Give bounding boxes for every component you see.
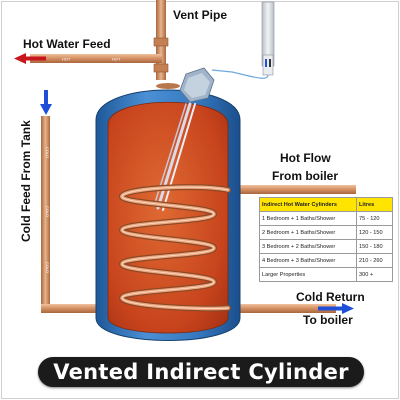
table-cell: 300 +	[356, 267, 393, 282]
table-header-row: Indirect Hot Water Cylinders Litres	[259, 197, 393, 212]
table-cell: Larger Properties	[259, 267, 357, 282]
hot-pipe-tag: HOT	[62, 57, 71, 62]
page-title: Vented Indirect Cylinder	[53, 360, 349, 384]
table-row: 3 Bedroom + 2 Baths/Shower 150 - 180	[259, 239, 393, 254]
hot-flow-label: Hot Flow	[280, 151, 331, 165]
cylinder-tank	[95, 83, 241, 341]
table-cell: 210 - 260	[356, 253, 393, 268]
hot-flow-pipe	[236, 185, 356, 194]
table-header: Indirect Hot Water Cylinders	[259, 197, 357, 212]
table-row: 4 Bedroom + 3 Baths/Shower 210 - 260	[259, 253, 393, 268]
cold-feed-arrow-shaft	[44, 90, 48, 106]
table-row: 2 Bedroom + 1 Baths/Shower 120 - 150	[259, 225, 393, 240]
cold-return-pipe	[236, 304, 336, 313]
cylinder-size-table: Indirect Hot Water Cylinders Litres 1 Be…	[259, 197, 393, 282]
electric-cable	[211, 1, 275, 79]
vent-pipe	[153, 0, 169, 80]
immersion-heater	[153, 67, 215, 211]
hot-feed-arrow-head	[14, 53, 26, 64]
table-cell: 1 Bedroom + 1 Baths/Shower	[259, 211, 357, 226]
cold-return-label-2: To boiler	[303, 313, 353, 327]
table-cell: 2 Bedroom + 1 Baths/Shower	[259, 225, 357, 240]
cold-pipe-tag: COLD	[45, 206, 50, 217]
table-header: Litres	[356, 197, 393, 212]
vent-pipe-label: Vent Pipe	[173, 8, 227, 22]
cold-feed-label: Cold Feed From Tank	[19, 120, 33, 242]
table-cell: 150 - 180	[356, 239, 393, 254]
cold-feed-arrow-head	[40, 104, 52, 115]
table-cell: 4 Bedroom + 3 Baths/Shower	[259, 253, 357, 268]
hot-water-feed-label: Hot Water Feed	[23, 37, 111, 51]
hot-feed-arrow-shaft	[26, 56, 46, 61]
heating-coil	[118, 184, 231, 312]
table-cell: 3 Bedroom + 2 Baths/Shower	[259, 239, 357, 254]
cold-return-arrow-head	[342, 303, 354, 314]
table-cell: 120 - 150	[356, 225, 393, 240]
cold-return-label: Cold Return	[296, 290, 365, 304]
hot-flow-label-2: From boiler	[272, 169, 338, 183]
table-cell: 75 - 120	[356, 211, 393, 226]
hot-water-feed-pipe: HOT HOT	[30, 54, 162, 63]
cold-pipe-tag: COLD	[45, 262, 50, 273]
title-banner: Vented Indirect Cylinder	[38, 357, 364, 387]
hot-pipe-tag: HOT	[112, 57, 121, 62]
cold-pipe-tag: COLD	[45, 147, 50, 158]
cold-return-arrow-shaft	[318, 306, 344, 311]
table-row: Larger Properties 300 +	[259, 267, 393, 282]
table-row: 1 Bedroom + 1 Baths/Shower 75 - 120	[259, 211, 393, 226]
